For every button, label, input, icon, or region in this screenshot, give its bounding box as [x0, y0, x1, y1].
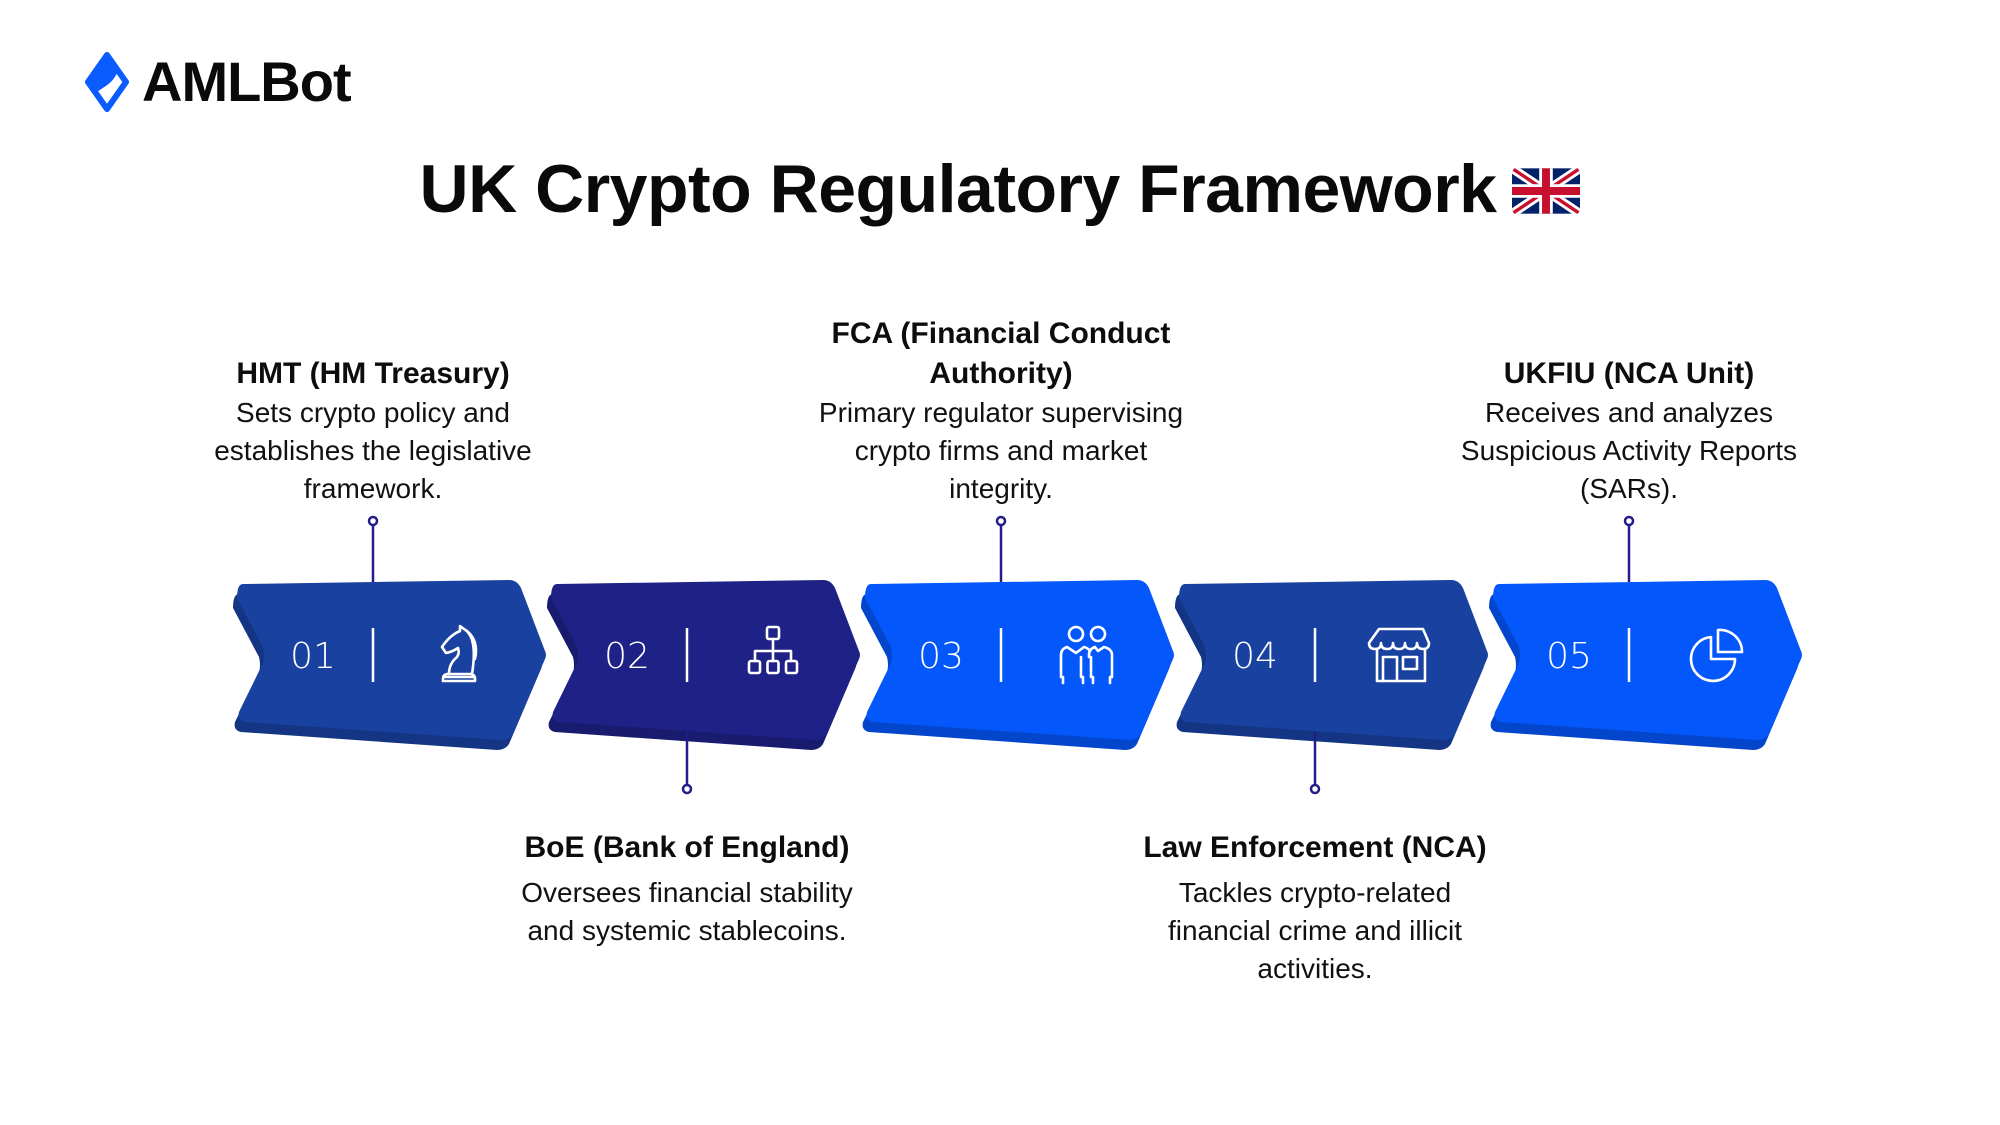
brand-logo: AMLBot	[84, 50, 352, 113]
step-title: BoE (Bank of England)	[524, 831, 850, 864]
org-chart-icon	[747, 625, 799, 675]
step-5-chevron: 05	[1489, 580, 1802, 750]
step-number: 03	[918, 636, 964, 677]
step-title: Law Enforcement (NCA)	[1143, 831, 1487, 864]
chevron-face	[1179, 580, 1488, 740]
step-3-chevron: 03	[861, 580, 1174, 750]
step-5-text: UKFIU (NCA Unit) Receives and analyzes S…	[1439, 354, 1819, 508]
connector-dot	[995, 515, 1007, 527]
page-header: UK Crypto Regulatory Framework	[0, 155, 2000, 223]
step-3-text: FCA (Financial Conduct Authority) Primar…	[811, 314, 1191, 508]
step-description: Oversees financial stability and systemi…	[521, 877, 853, 946]
step-2-connector	[681, 732, 693, 795]
step-number: 02	[604, 636, 650, 677]
brand-name: AMLBot	[142, 50, 352, 113]
chevron-face	[1493, 580, 1802, 740]
connector-dot	[681, 783, 693, 795]
step-number: 01	[290, 636, 336, 677]
step-description: Tackles crypto-related financial crime a…	[1167, 877, 1463, 984]
connector-dot	[1309, 783, 1321, 795]
step-4-connector	[1309, 732, 1321, 795]
uk-flag-icon	[1512, 166, 1581, 216]
people-icon	[1059, 625, 1114, 685]
step-1-connector	[367, 515, 379, 582]
diamond-logo-icon	[85, 52, 129, 112]
pie-chart-icon	[1689, 628, 1744, 683]
step-title: HMT (HM Treasury)	[236, 357, 510, 390]
step-1-text: HMT (HM Treasury) Sets crypto policy and…	[183, 354, 563, 508]
connector-dot	[1623, 515, 1635, 527]
step-description: Receives and analyzes Suspicious Activit…	[1460, 397, 1798, 504]
storefront-icon	[1367, 627, 1431, 683]
step-title: UKFIU (NCA Unit)	[1503, 357, 1755, 390]
chevron-face	[237, 580, 546, 740]
step-2-chevron: 02	[547, 580, 860, 750]
page-title: UK Crypto Regulatory Framework	[419, 151, 1497, 227]
step-number: 05	[1546, 636, 1592, 677]
step-1-chevron: 01	[233, 580, 546, 750]
step-description: Sets crypto policy and establishes the l…	[214, 397, 532, 504]
step-title: FCA (Financial Conduct Authority)	[831, 317, 1171, 390]
connector-dot	[367, 515, 379, 527]
step-4-text: Law Enforcement (NCA) Tackles crypto-rel…	[1125, 828, 1505, 988]
step-description: Primary regulator supervising crypto fir…	[818, 397, 1184, 504]
step-3-connector	[995, 515, 1007, 582]
step-2-text: BoE (Bank of England) Oversees financial…	[497, 828, 877, 950]
step-4-chevron: 04	[1175, 580, 1488, 750]
chess-knight-icon	[440, 624, 478, 683]
chevron-face	[865, 580, 1174, 740]
step-5-connector	[1623, 515, 1635, 582]
step-number: 04	[1232, 636, 1278, 677]
chevron-face	[551, 580, 860, 740]
